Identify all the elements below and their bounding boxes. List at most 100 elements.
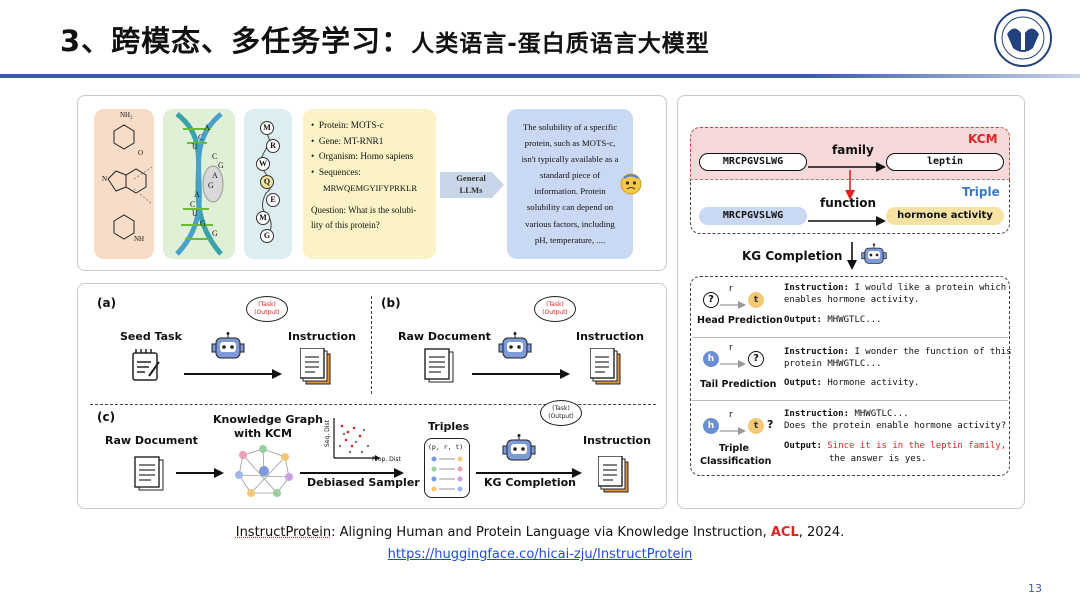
relation-arrow (720, 295, 746, 309)
relation-r: r (729, 343, 733, 353)
gene-label: Gene: (318, 136, 342, 147)
task-1-instruction: Instruction: I would like a protein whic… (784, 282, 1006, 306)
dna-letter: G (208, 180, 214, 190)
instruction-label: Instruction: (784, 409, 850, 419)
raw-document-icon (424, 348, 454, 384)
sequences-label: Sequences: (318, 167, 361, 178)
triple-label: Triple (962, 185, 1000, 199)
nh2-label: NH₂ (120, 111, 133, 119)
molecule-strip: NH₂ O N NH (94, 109, 154, 259)
question-mark: ? (767, 418, 774, 431)
protein-info-box: • Protein: MOTS-c • Gene: MT-RNR1 • Orga… (303, 109, 436, 259)
thought-bubble: (Task) (Output) (246, 296, 288, 322)
nh-label: NH (134, 235, 145, 243)
down-arrow-icon (847, 242, 857, 270)
n-label: N (102, 175, 108, 183)
arrow-c1 (176, 463, 224, 478)
triple-region (690, 180, 1010, 234)
kg-completion-label: KG Completion (484, 476, 576, 489)
amino-acid-node: R (266, 139, 280, 153)
output-text: Hormone activity. (827, 378, 920, 388)
citation-rest-2: , 2024. (798, 525, 845, 540)
task-2-output: Output: Hormone activity. (784, 378, 919, 388)
tail-node: t (748, 418, 764, 434)
task-3-output: Output: Since it is in the leptin family… (784, 440, 1006, 466)
task-name-line-2: Classification (700, 456, 772, 467)
task-triple-classification: Triple Classification (700, 442, 772, 468)
instruction-label: Instruction: (784, 347, 850, 357)
robot-icon (861, 243, 887, 267)
answer-line: information. Protein (534, 186, 606, 197)
relation-r: r (729, 410, 733, 420)
instruction-line: protein MHWGTLC... (784, 359, 882, 369)
thought-bubble: (Task) (Output) (534, 296, 576, 322)
answer-line: isn't typically available as a (521, 154, 619, 165)
method-c-target: Instruction (583, 434, 651, 447)
title-main: 3、跨模态、多任务学习： (60, 24, 412, 58)
relation-arrow (720, 421, 746, 435)
red-down-arrow (845, 170, 855, 200)
arrow-label-1: General (456, 173, 486, 183)
university-seal-icon (993, 8, 1053, 68)
task-tail-prediction: Tail Prediction (700, 379, 777, 390)
thought-bubble: (Task) (Output) (540, 400, 582, 426)
seed-task-icon (131, 348, 161, 382)
task-3-instruction: Instruction: MHWGTLC... Does the protein… (784, 408, 1006, 432)
citation-rest-1: : Aligning Human and Protein Language vi… (331, 525, 771, 540)
methods-divider-vertical (371, 296, 372, 394)
relation-arrow (720, 354, 746, 368)
head-node: h (703, 351, 719, 367)
citation-venue: ACL (770, 525, 799, 540)
dna-strip (163, 109, 235, 259)
answer-line: standard piece of (539, 170, 601, 181)
triples-table: (p, r, t) (424, 438, 470, 498)
robot-icon (498, 332, 532, 362)
tail-node: t (748, 292, 764, 308)
instruction-line: Does the protein enable hormone activity… (784, 421, 1007, 431)
triple-header: (p, r, t) (428, 443, 464, 451)
confused-face-icon (620, 173, 642, 195)
method-b-tag: (b) (381, 296, 401, 310)
citation: InstructProtein: Aligning Human and Prot… (0, 525, 1080, 540)
general-llms-arrow: General LLMs (440, 170, 504, 200)
instruction-line: I wonder the function of this (854, 347, 1012, 357)
citation-title: InstructProtein (235, 525, 332, 540)
title-sub: 人类语言-蛋白质语言大模型 (411, 31, 710, 57)
output-label: Output: (784, 378, 822, 388)
method-c-source: Raw Document (105, 434, 198, 447)
dna-letter: A (204, 123, 210, 132)
output-label: Output: (784, 441, 822, 451)
raw-document-icon (134, 456, 164, 492)
amino-acid-node: M (260, 121, 274, 135)
dna-letter: G (218, 161, 224, 171)
amino-acid-node: E (266, 193, 280, 207)
instruction-line: I would like a protein which (854, 283, 1007, 293)
unknown-head-node: ? (703, 292, 719, 308)
gene-value: MT-RNR1 (343, 136, 384, 147)
head-sequence-1: MRCPGVSLWG (699, 153, 807, 171)
knowledge-graph-icon (233, 443, 295, 499)
relation-family: family (832, 143, 874, 157)
protein-value: MOTS-c (350, 121, 384, 131)
robot-icon (211, 332, 245, 362)
o-label: O (138, 149, 144, 157)
answer-line: various factors, including (525, 218, 615, 229)
amino-acid-node: M (256, 211, 270, 225)
citation-link[interactable]: https://huggingface.co/hicai-zju/Instruc… (387, 547, 693, 562)
kg-title-line-1: Knowledge Graph (213, 413, 323, 426)
dna-letter: A (194, 190, 200, 200)
head-sequence-2: MRCPGVSLWG (699, 207, 807, 225)
dna-letter: U (192, 142, 198, 152)
amino-acid-node: Q (260, 175, 274, 189)
llm-answer-box: The solubility of a specific protein, su… (507, 109, 633, 259)
relation-r: r (729, 284, 733, 294)
methods-panel (77, 283, 667, 509)
task-divider (692, 337, 1008, 338)
task-name-line-1: Triple (719, 443, 749, 454)
thought-task: (Task) (258, 301, 276, 308)
tail-leptin: leptin (886, 153, 1004, 171)
robot-icon (502, 434, 536, 464)
page-number: 13 (1028, 582, 1042, 595)
arrow-c3 (476, 463, 582, 478)
task-head-prediction: Head Prediction (697, 315, 783, 326)
